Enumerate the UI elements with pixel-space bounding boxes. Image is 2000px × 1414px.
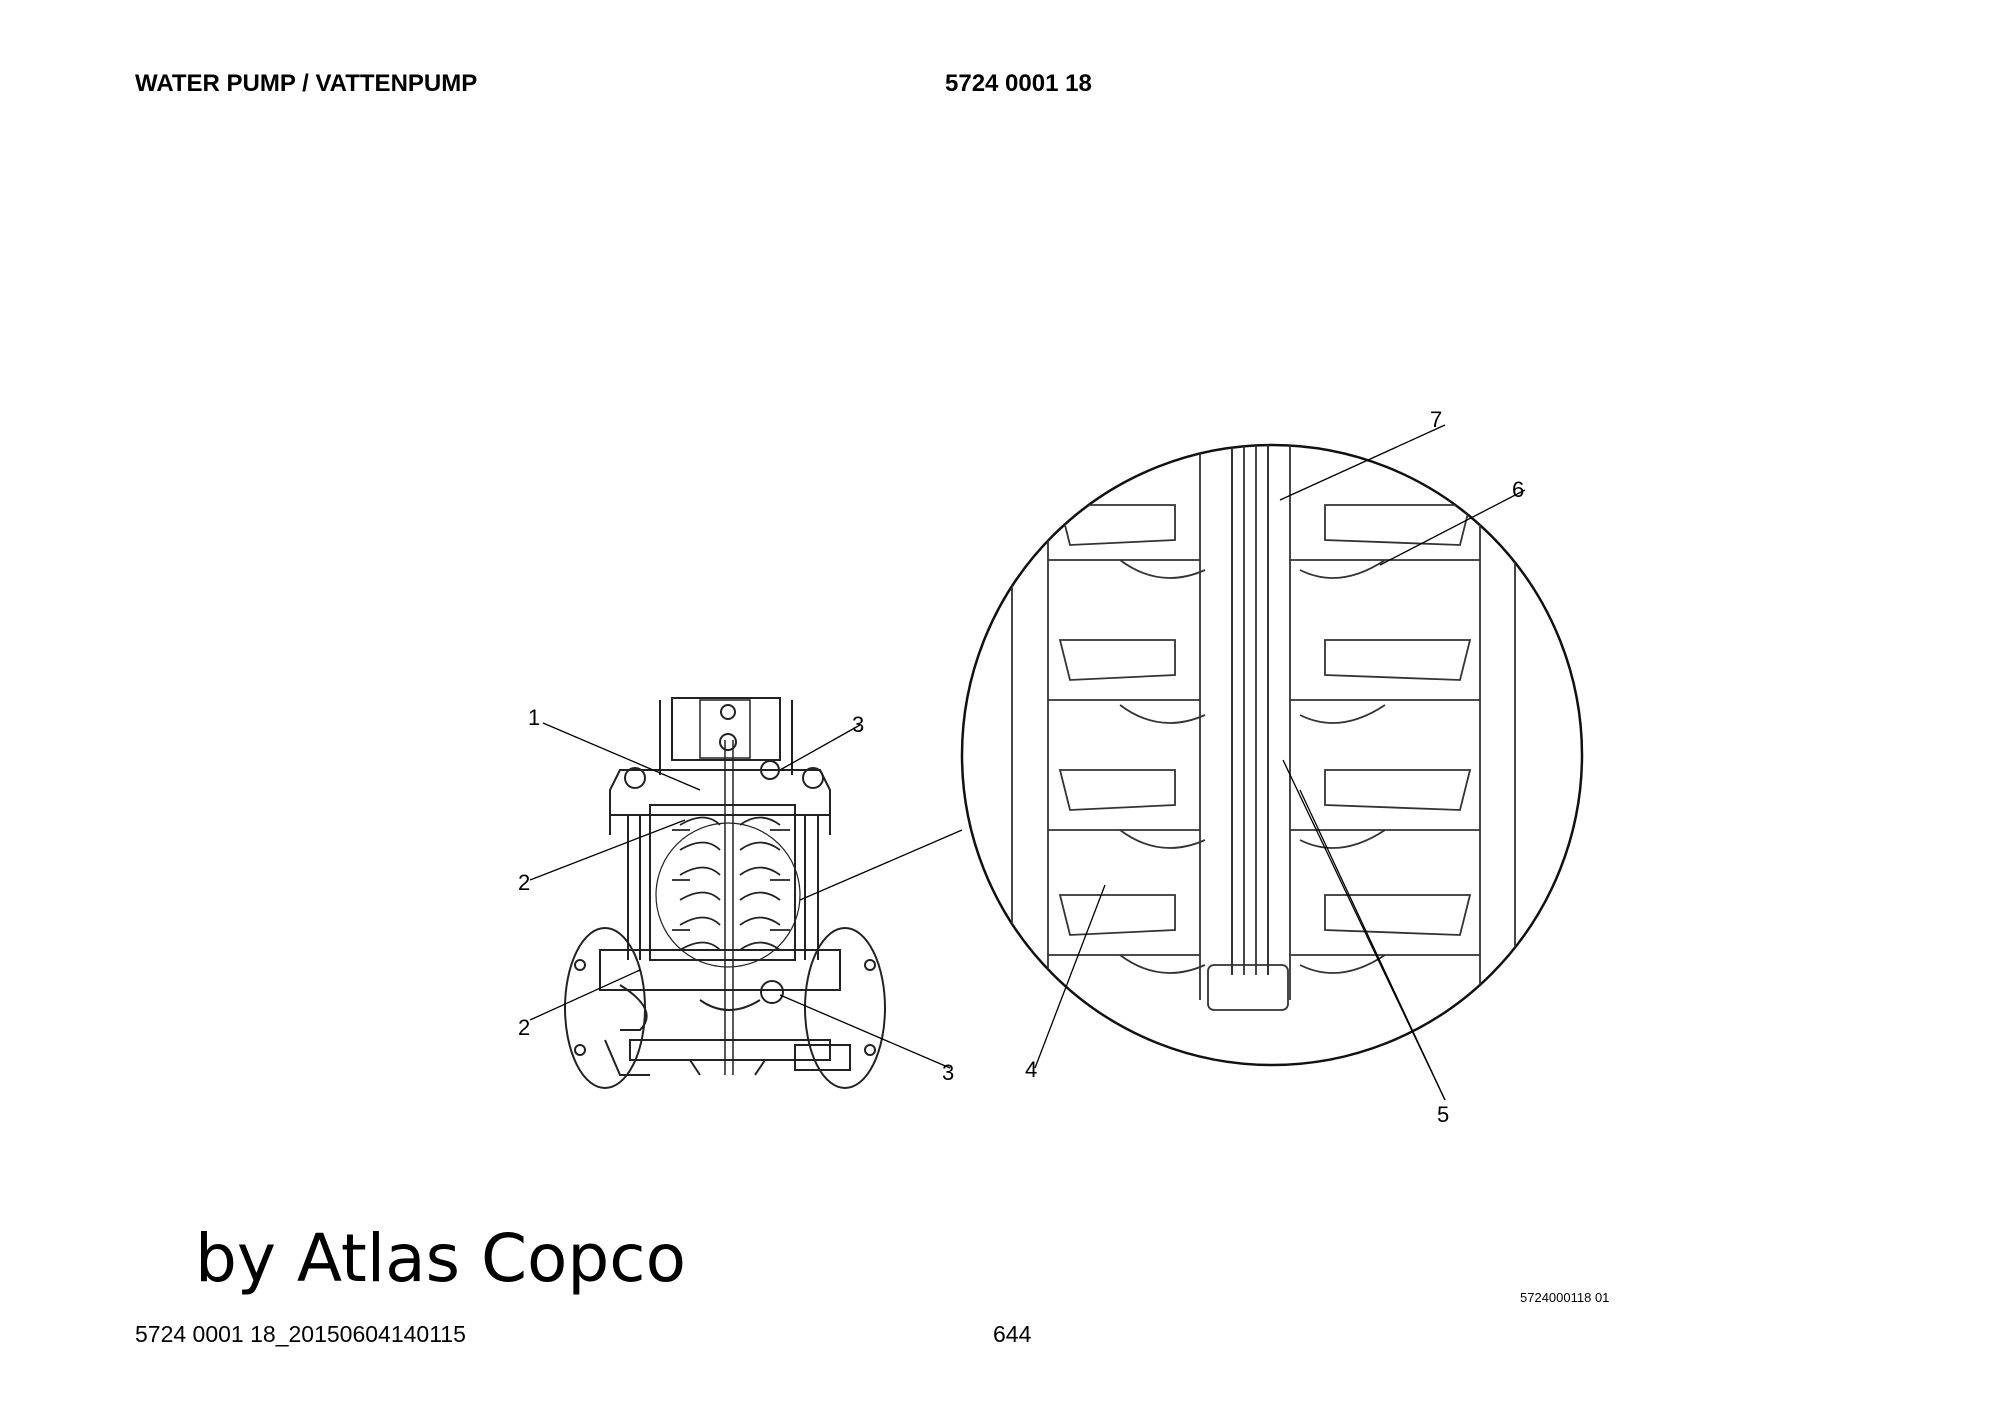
leader-lines	[529, 424, 1526, 1101]
callout-7: 7	[1430, 407, 1442, 432]
impeller-detail-view	[960, 443, 1584, 1067]
callout-3-top: 3	[852, 712, 864, 737]
footer-document-id: 5724 0001 18_20150604140115	[135, 1321, 466, 1347]
footer-page-number: 644	[993, 1321, 1032, 1347]
callout-2-upper: 2	[518, 870, 530, 895]
callout-3-bottom: 3	[942, 1060, 954, 1085]
callout-1: 1	[528, 705, 540, 730]
pump-overview	[564, 697, 886, 1089]
drawing-reference: 5724000118 01	[1520, 1290, 1610, 1305]
part-number: 5724 0001 18	[945, 70, 1092, 97]
callout-4: 4	[1025, 1057, 1037, 1082]
document-title: WATER PUMP / VATTENPUMP	[135, 70, 478, 97]
callout-6: 6	[1512, 477, 1524, 502]
watermark-text: by Atlas Copco	[195, 1220, 686, 1297]
callout-5: 5	[1437, 1102, 1449, 1127]
callout-2-lower: 2	[518, 1015, 530, 1040]
